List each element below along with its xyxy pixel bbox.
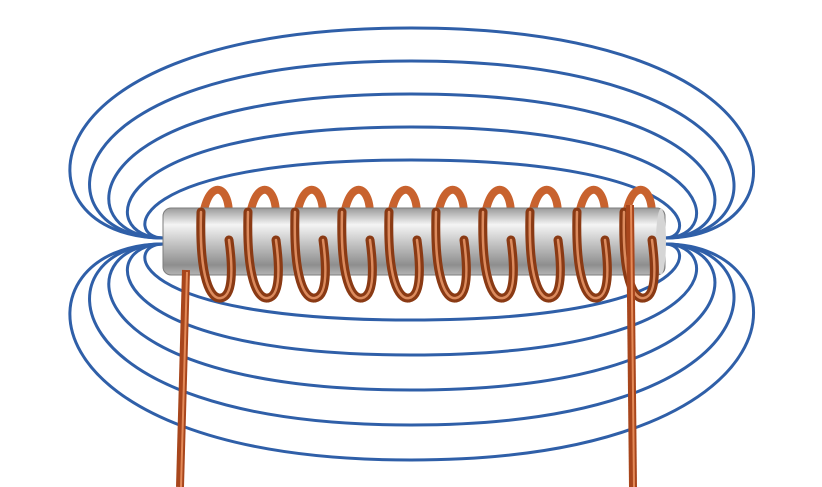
coil-turn-highlight (387, 210, 421, 300)
coil-turn-highlight (622, 210, 656, 300)
coil-turn-highlight (246, 210, 280, 300)
field-line (88, 242, 736, 427)
field-line (68, 26, 755, 240)
rod-end-cap (656, 208, 666, 275)
coil-turn-highlight (199, 210, 233, 300)
coil-turn-highlight (528, 210, 562, 300)
field-line (88, 59, 736, 240)
field-line (107, 92, 717, 240)
field-line (125, 125, 699, 240)
field-line (125, 242, 699, 357)
right-lead-highlight (630, 204, 635, 487)
coil-turn-highlight (293, 210, 327, 300)
field-line (107, 242, 717, 392)
field-lines-top (68, 26, 755, 240)
coil-turn-highlight (575, 210, 609, 300)
coil-turn-highlight (481, 210, 515, 300)
coil-leads (176, 204, 637, 487)
left-lead-wire (176, 269, 190, 487)
coil-turn-highlight (434, 210, 468, 300)
field-line (143, 158, 682, 240)
field-line (68, 242, 755, 462)
left-lead-highlight (180, 271, 188, 487)
coil-turn-highlight (340, 210, 374, 300)
field-lines-bottom (68, 242, 755, 462)
coil-front-turns (196, 207, 659, 303)
field-line (143, 242, 682, 322)
